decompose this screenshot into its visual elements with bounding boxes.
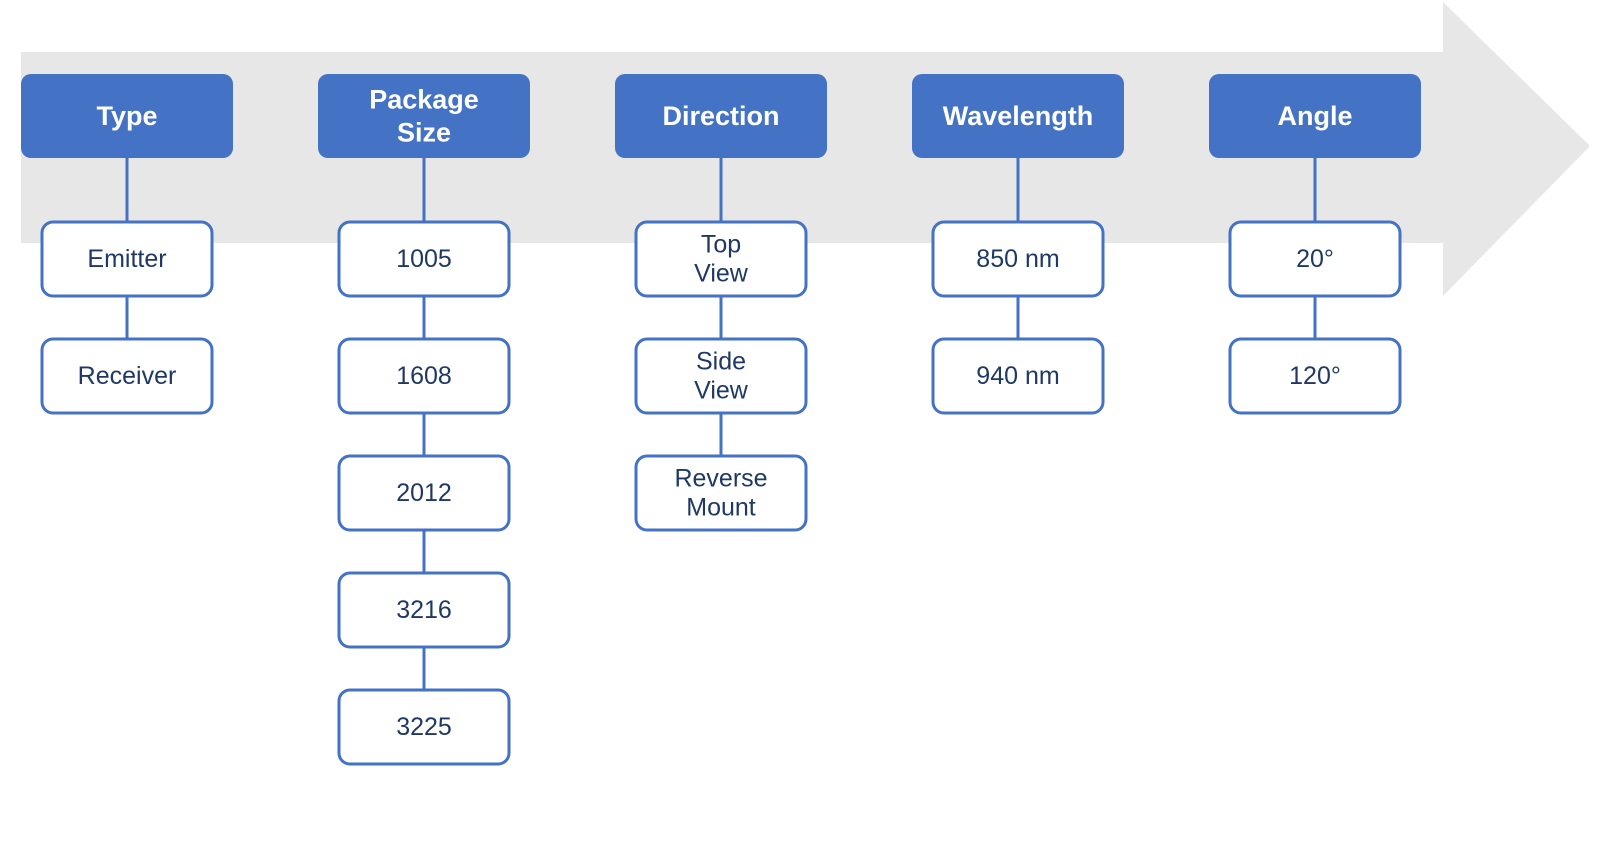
option-box-package-size-1608 — [337, 337, 511, 415]
option-type-receiver: Receiver — [40, 337, 214, 415]
option-box-package-size-1005 — [337, 220, 511, 298]
header-angle: Angle — [1209, 74, 1421, 158]
option-direction-side-view-label-line-2: View — [694, 377, 749, 405]
header-type-label: Type — [96, 101, 157, 131]
header-wavelength: Wavelength — [912, 74, 1124, 158]
option-direction-top-view-label-line-2: View — [694, 260, 749, 288]
option-box-type-emitter — [40, 220, 214, 298]
header-type: Type — [21, 74, 233, 158]
option-type-receiver-label: Receiver — [78, 362, 177, 390]
option-package-size-1608: 1608 — [337, 337, 511, 415]
option-package-size-1005: 1005 — [337, 220, 511, 298]
header-box-package-size — [318, 74, 530, 158]
option-package-size-3225: 3225 — [337, 688, 511, 766]
option-wavelength-850-nm: 850 nm — [931, 220, 1105, 298]
option-box-package-size-2012 — [337, 454, 511, 532]
header-package-size-label-line-1: Package — [369, 85, 479, 115]
option-box-type-receiver — [40, 337, 214, 415]
option-wavelength-940-nm: 940 nm — [931, 337, 1105, 415]
option-package-size-2012: 2012 — [337, 454, 511, 532]
option-box-direction-top-view — [634, 220, 808, 298]
option-direction-reverse-mount-label-line-2: Mount — [686, 494, 756, 522]
option-package-size-1005-label: 1005 — [396, 245, 452, 273]
option-box-angle-20 — [1228, 220, 1402, 298]
option-package-size-1608-label: 1608 — [396, 362, 452, 390]
option-package-size-3225-label: 3225 — [396, 713, 452, 741]
option-angle-20: 20° — [1228, 220, 1402, 298]
option-package-size-3216: 3216 — [337, 571, 511, 649]
header-box-wavelength — [912, 74, 1124, 158]
option-box-wavelength-940-nm — [931, 337, 1105, 415]
option-package-size-2012-label: 2012 — [396, 479, 452, 507]
option-wavelength-940-nm-label: 940 nm — [976, 362, 1059, 390]
header-wavelength-label: Wavelength — [943, 101, 1094, 131]
header-box-direction — [615, 74, 827, 158]
option-wavelength-850-nm-label: 850 nm — [976, 245, 1059, 273]
option-angle-120-label: 120° — [1289, 362, 1341, 390]
option-angle-20-label: 20° — [1296, 245, 1334, 273]
option-box-wavelength-850-nm — [931, 220, 1105, 298]
option-direction-side-view-label-line-1: Side — [696, 348, 746, 376]
header-direction-label: Direction — [662, 101, 779, 131]
option-angle-120: 120° — [1228, 337, 1402, 415]
option-box-angle-120 — [1228, 337, 1402, 415]
option-direction-reverse-mount-label-line-1: Reverse — [674, 465, 767, 493]
option-box-package-size-3216 — [337, 571, 511, 649]
option-box-package-size-3225 — [337, 688, 511, 766]
header-direction: Direction — [615, 74, 827, 158]
option-box-direction-reverse-mount — [634, 454, 808, 532]
option-box-direction-side-view — [634, 337, 808, 415]
header-angle-label: Angle — [1277, 101, 1352, 131]
header-package-size-label-line-2: Size — [397, 118, 451, 148]
option-type-emitter: Emitter — [40, 220, 214, 298]
option-direction-top-view-label-line-1: Top — [701, 231, 741, 259]
option-type-emitter-label: Emitter — [87, 245, 166, 273]
option-package-size-3216-label: 3216 — [396, 596, 452, 624]
header-box-angle — [1209, 74, 1421, 158]
header-box-type — [21, 74, 233, 158]
